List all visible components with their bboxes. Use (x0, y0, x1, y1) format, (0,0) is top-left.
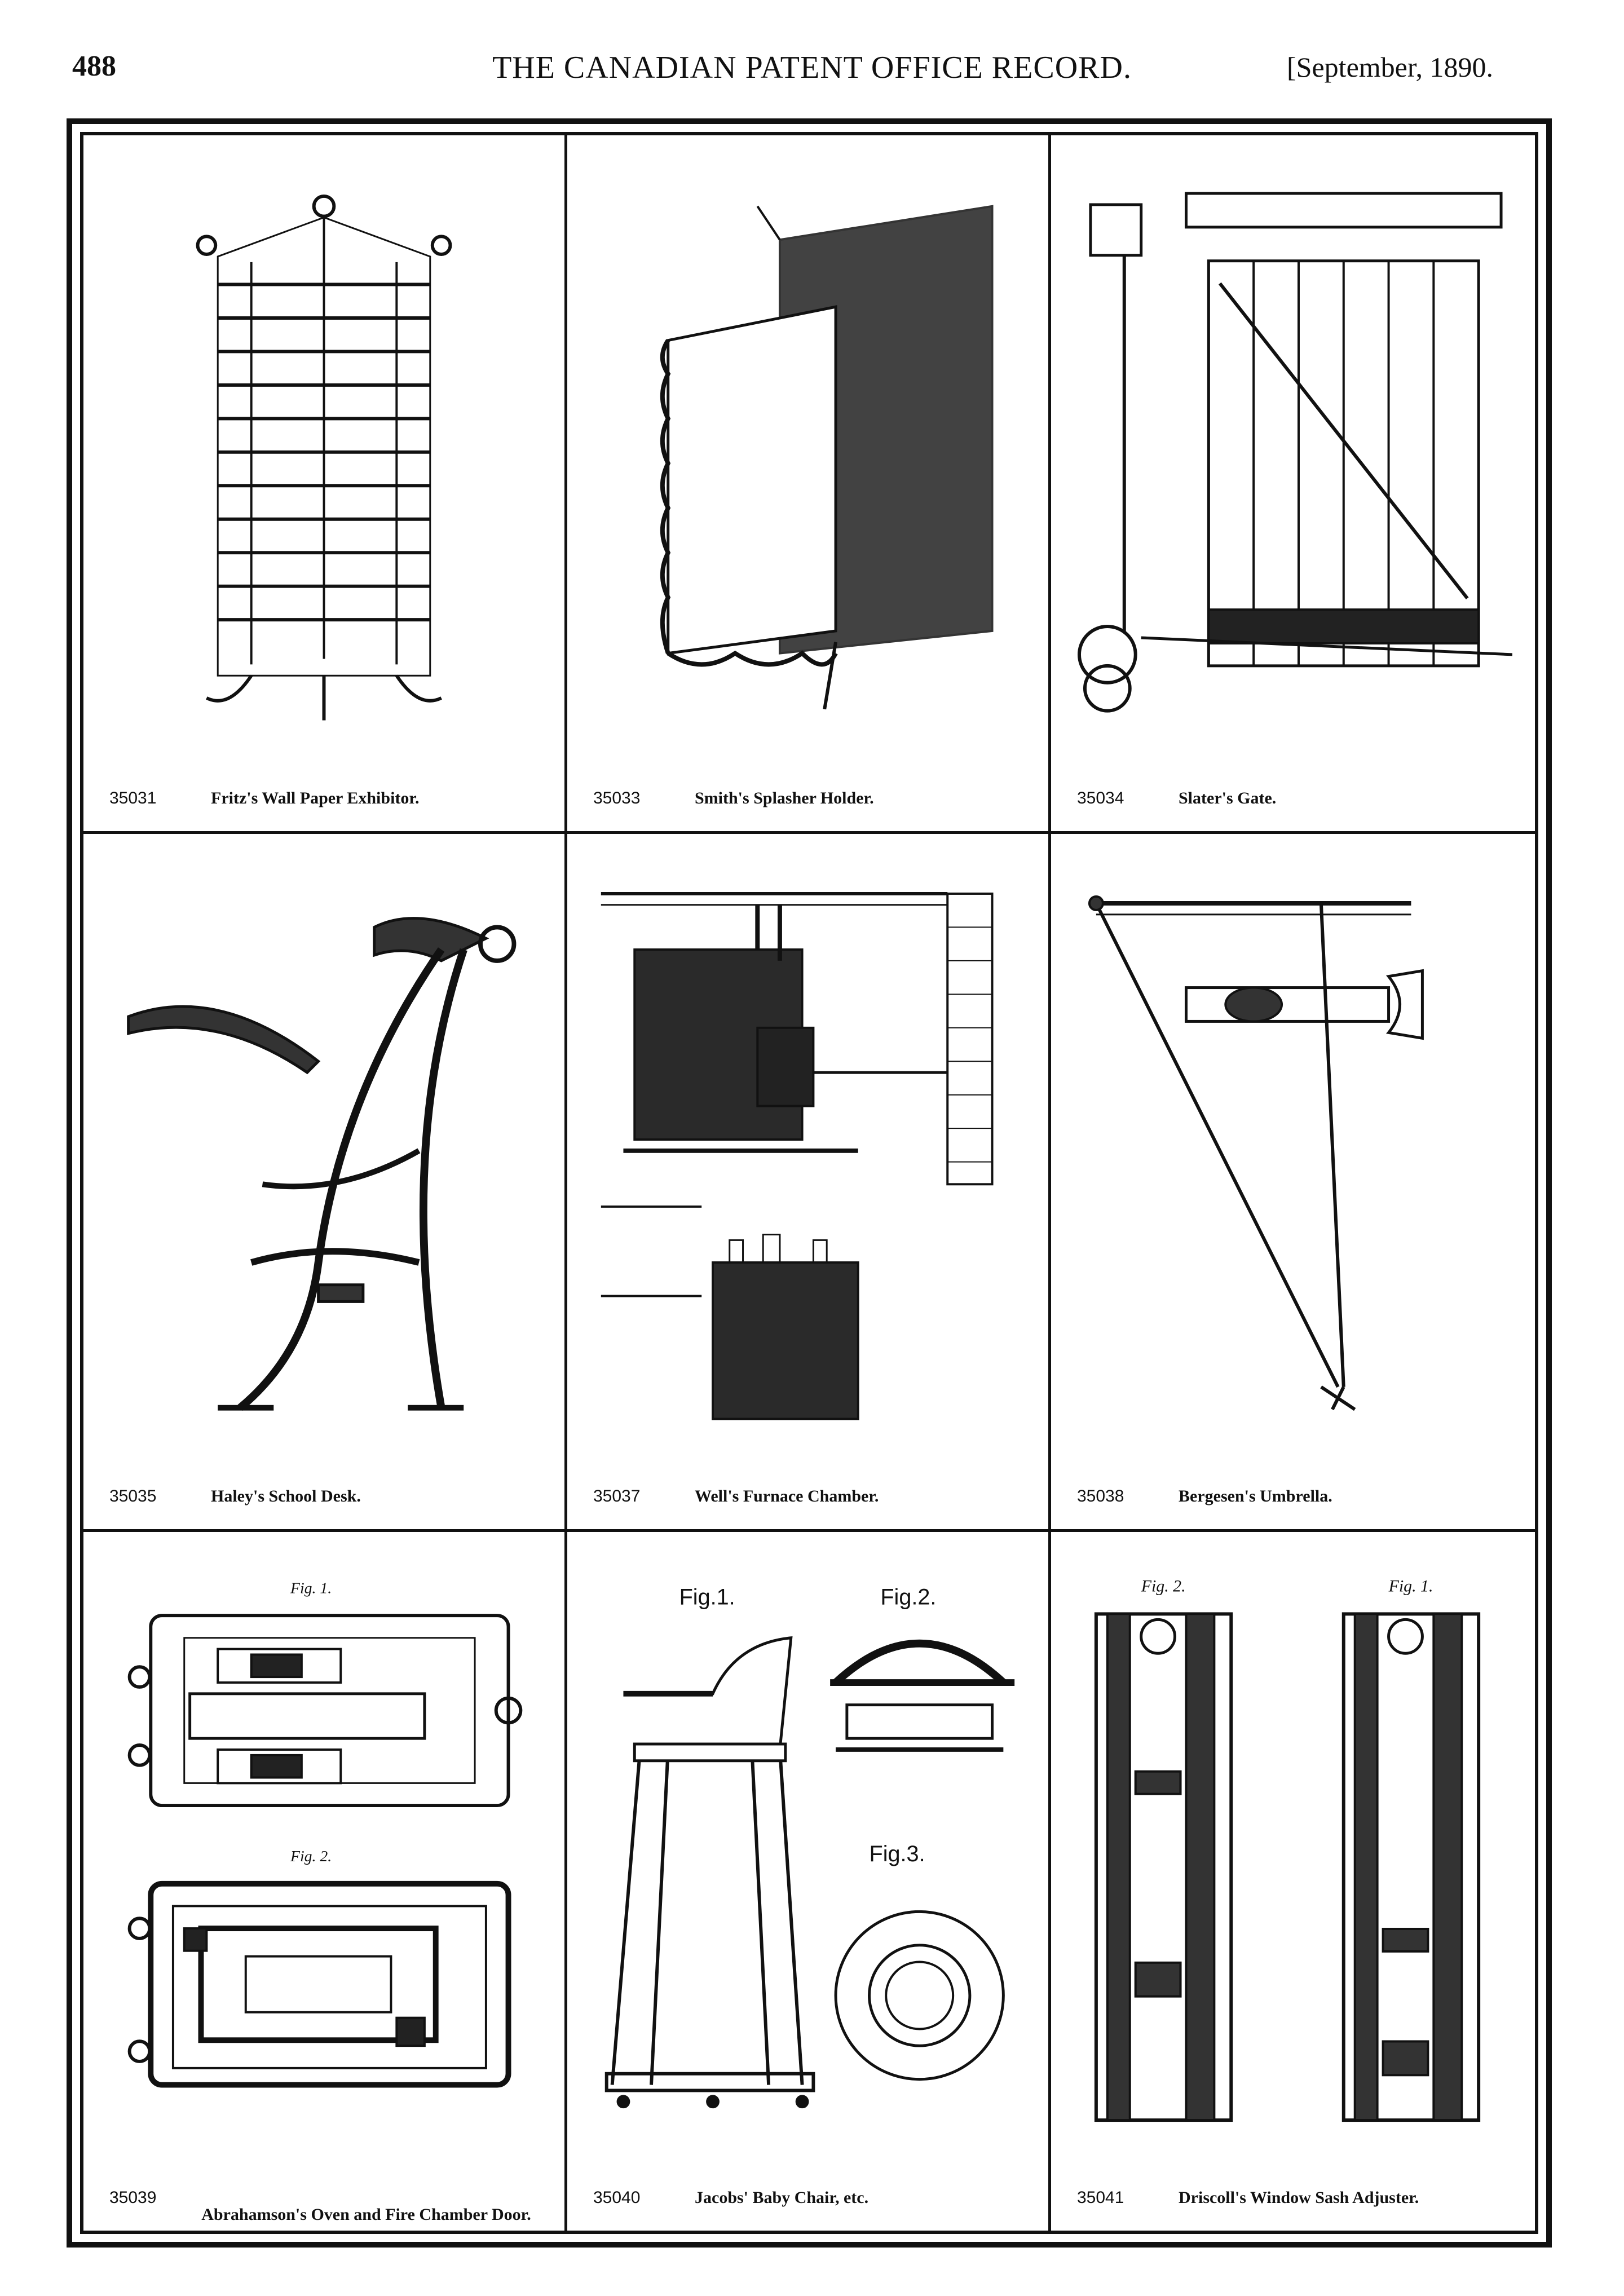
fig-label: Fig. 1. (290, 1580, 332, 1597)
patent-title: Abrahamson's Oven and Fire Chamber Door. (201, 2205, 531, 2224)
window-sash-drawing: Fig. 2. Fig. 1. (1074, 1555, 1512, 2146)
patent-cell: 35038 Bergesen's Umbrella. (1051, 834, 1535, 1533)
patent-number: 35035 (109, 1487, 157, 1506)
patent-cell: 35037 Well's Furnace Chamber. (567, 833, 1051, 1533)
patent-title: Bergesen's Umbrella. (1179, 1487, 1332, 1506)
patent-cell: Fig.1. Fig.2. Fig.3. (567, 1532, 1051, 2231)
patent-number: 35033 (593, 788, 641, 807)
baby-chair-drawing: Fig.1. Fig.2. Fig.3. (590, 1555, 1026, 2146)
fig-label: Fig. 1. (1388, 1577, 1433, 1596)
fig-label: Fig.1. (679, 1585, 735, 1610)
patent-title: Fritz's Wall Paper Exhibitor. (211, 788, 420, 807)
publication-title: THE CANADIAN PATENT OFFICE RECORD. (492, 50, 1132, 85)
patent-number: 35040 (593, 2188, 641, 2207)
patent-number: 35034 (1077, 788, 1124, 807)
patent-number: 35038 (1077, 1487, 1124, 1506)
inner-border (80, 132, 1538, 2234)
patent-cell: 35035 Haley's School Desk. (83, 833, 567, 1533)
gate-drawing (1074, 158, 1513, 747)
patent-cell: 35031 Fritz's Wall Paper Exhibitor. (83, 135, 567, 834)
patent-caption: 35041 Driscoll's Window Sash Adjuster. (1066, 2169, 1520, 2214)
fig-label: Fig.3. (870, 1842, 925, 1866)
patent-title: Slater's Gate. (1179, 788, 1277, 807)
patent-caption: 35039 Abrahamson's Oven and Fire Chamber… (98, 2169, 550, 2224)
exhibitor-drawing (106, 158, 542, 747)
patent-number: 35039 (109, 2188, 157, 2207)
patent-title: Well's Furnace Chamber. (695, 1487, 879, 1506)
patent-number: 35031 (109, 788, 157, 807)
outer-border (67, 118, 1552, 2248)
patent-number: 35037 (593, 1487, 641, 1506)
patent-title: Smith's Splasher Holder. (695, 788, 874, 807)
patent-grid: 35031 Fritz's Wall Paper Exhibitor. 3503… (83, 135, 1535, 2231)
furnace-drawing (590, 856, 1026, 1445)
fig-label: Fig. 2. (290, 1848, 332, 1865)
oven-door-drawing: Fig. 1. Fig. 2. (106, 1555, 542, 2146)
patent-caption: 35040 Jacobs' Baby Chair, etc. (582, 2169, 1034, 2214)
school-desk-drawing (106, 856, 542, 1445)
patent-title: Jacobs' Baby Chair, etc. (695, 2188, 869, 2207)
patent-caption: 35035 Haley's School Desk. (98, 1467, 550, 1512)
patent-caption: 35037 Well's Furnace Chamber. (582, 1467, 1034, 1512)
splasher-drawing (590, 158, 1026, 747)
fig-label: Fig. 2. (1141, 1577, 1186, 1596)
patent-title: Haley's School Desk. (211, 1487, 361, 1506)
patent-caption: 35031 Fritz's Wall Paper Exhibitor. (98, 769, 550, 814)
page-number: 488 (72, 50, 116, 82)
patent-caption: 35034 Slater's Gate. (1066, 769, 1520, 814)
umbrella-drawing (1074, 856, 1512, 1445)
patent-title: Driscoll's Window Sash Adjuster. (1179, 2188, 1419, 2207)
patent-cell: Fig. 2. Fig. 1. 35041 Driscoll's Window … (1051, 1532, 1535, 2231)
patent-caption: 35033 Smith's Splasher Holder. (582, 769, 1034, 814)
patent-caption: 35038 Bergesen's Umbrella. (1066, 1467, 1520, 1512)
page-header: 488 THE CANADIAN PATENT OFFICE RECORD. [… (0, 0, 1624, 113)
fig-label: Fig.2. (880, 1585, 936, 1610)
patent-cell: 35034 Slater's Gate. (1051, 135, 1535, 834)
patent-number: 35041 (1077, 2188, 1124, 2207)
issue-date: [September, 1890. (1287, 51, 1493, 83)
patent-cell: 35033 Smith's Splasher Holder. (567, 135, 1051, 834)
patent-cell: Fig. 1. Fig. 2. (83, 1532, 567, 2231)
